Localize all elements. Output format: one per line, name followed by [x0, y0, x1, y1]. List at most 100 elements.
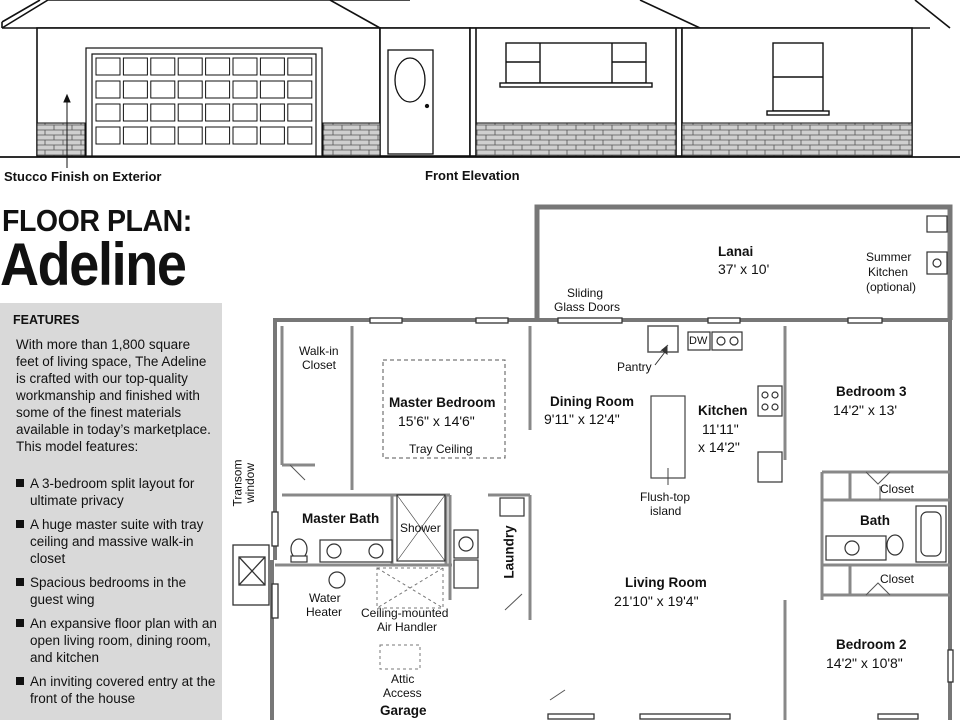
shower-label: Shower: [400, 521, 441, 535]
page-kicker: FLOOR PLAN:: [2, 203, 192, 238]
garage-door-panel: [232, 57, 258, 76]
sliding-doors-label-1: Sliding: [567, 286, 604, 300]
summer-kitchen-label-1: Summer: [866, 250, 912, 264]
water-heater-label-1: Water: [309, 591, 341, 605]
garage-door-panel: [259, 126, 285, 145]
kitchen-appliances: [687, 331, 783, 483]
garage-door-panel: [150, 57, 176, 76]
kitchen-island: [650, 395, 686, 479]
lanai-label: Lanai: [718, 244, 754, 259]
master-bath-fixtures: [290, 494, 446, 589]
island-label-2: island: [650, 504, 682, 518]
garage-door-panel: [205, 126, 231, 145]
wall-windows: [271, 317, 954, 720]
garage-door-panels: [95, 57, 313, 145]
garage-door-panel: [205, 103, 231, 122]
pantry-closet: [647, 325, 679, 353]
list-item: An inviting covered entry at the front o…: [14, 673, 219, 707]
exterior-finish-note: Stucco Finish on Exterior: [4, 169, 162, 184]
closet-lower-label: Closet: [880, 572, 915, 586]
list-item: An expansive floor plan with an open liv…: [14, 615, 219, 666]
summer-kitchen-label-2: Kitchen: [868, 265, 909, 279]
garage-door-panel: [150, 103, 176, 122]
kitchen-size-1: 11'11": [702, 421, 739, 437]
garage-door-panel: [259, 103, 285, 122]
kitchen-size-2: x 14'2": [698, 439, 740, 455]
water-heater-label-2: Heater: [306, 605, 343, 619]
transom-label-2: window: [243, 462, 258, 504]
garage-label: Garage: [380, 703, 427, 718]
garage-door-panel: [232, 80, 258, 99]
pantry-label: Pantry: [617, 360, 652, 374]
features-panel: FEATURES With more than 1,800 square fee…: [0, 303, 222, 720]
label-arrows: [654, 344, 668, 366]
list-item: Spacious bedrooms in the guest wing: [14, 574, 219, 608]
bedroom-3-size: 14'2" x 13': [833, 402, 898, 418]
garage-door-panel: [150, 80, 176, 99]
features-intro: With more than 1,800 square feet of livi…: [16, 337, 211, 454]
entry-light-fixture: [232, 544, 270, 606]
air-handler-label-1: Ceiling-mounted: [361, 606, 449, 620]
garage-door-panel: [287, 57, 313, 76]
stone-veneer-base: [36, 122, 913, 157]
garage-door-panel: [205, 80, 231, 99]
air-handler-outline: [376, 567, 444, 670]
summer-kitchen-label-3: (optional): [866, 280, 917, 294]
list-item: A 3-bedroom split layout for ultimate pr…: [14, 475, 219, 509]
lanai-outline: [534, 204, 953, 320]
garage-door-panel: [287, 103, 313, 122]
garage-door-panel: [95, 57, 121, 76]
features-list: A 3-bedroom split layout for ultimate pr…: [14, 475, 219, 714]
garage-door-panel: [232, 103, 258, 122]
walk-in-closet-label-2: Closet: [302, 358, 337, 372]
garage-door-panel: [177, 57, 203, 76]
summer-kitchen-fixtures: [926, 215, 948, 275]
front-windows: [499, 42, 830, 116]
garage-door-panel: [287, 126, 313, 145]
garage-door-panel: [122, 126, 148, 145]
bedroom-2-label: Bedroom 2: [836, 637, 907, 652]
garage-door-panel: [177, 126, 203, 145]
elevation-caption: Front Elevation: [425, 168, 520, 183]
page-title: Adeline: [0, 231, 187, 298]
island-label-1: Flush-top: [640, 490, 691, 504]
garage-door-panel: [177, 80, 203, 99]
tray-ceiling-label: Tray Ceiling: [409, 442, 473, 456]
bath-label: Bath: [860, 513, 890, 528]
garage-door-panel: [205, 57, 231, 76]
lanai-size: 37' x 10': [718, 261, 770, 277]
garage-door-panel: [232, 126, 258, 145]
master-bedroom-label: Master Bedroom: [389, 395, 496, 410]
kitchen-label: Kitchen: [698, 403, 748, 418]
front-elevation-drawing: [0, 0, 960, 168]
tray-ceiling-outline: [382, 359, 506, 459]
garage-door-panel: [122, 103, 148, 122]
master-bath-label: Master Bath: [302, 511, 380, 526]
garage-door-panel: [95, 80, 121, 99]
garage-door-panel: [287, 80, 313, 99]
garage-door-panel: [259, 57, 285, 76]
bedroom-3-label: Bedroom 3: [836, 384, 907, 399]
features-heading: FEATURES: [13, 313, 80, 327]
walk-in-closet-label-1: Walk-in: [299, 344, 339, 358]
air-handler-label-2: Air Handler: [377, 620, 438, 634]
bedroom-2-size: 14'2" x 10'8": [826, 655, 903, 671]
garage-door-panel: [95, 126, 121, 145]
dining-room-size: 9'11" x 12'4": [544, 411, 620, 427]
closet-upper-label: Closet: [880, 482, 915, 496]
dishwasher-label: DW: [689, 335, 708, 347]
living-room-size: 21'10" x 19'4": [614, 593, 699, 609]
garage-door-panel: [122, 80, 148, 99]
callout-arrow: [63, 93, 71, 168]
garage-door-panel: [95, 103, 121, 122]
dining-room-label: Dining Room: [550, 394, 634, 409]
living-room-label: Living Room: [625, 575, 707, 590]
list-item: A huge master suite with tray ceiling an…: [14, 516, 219, 567]
master-bedroom-size: 15'6" x 14'6": [398, 413, 475, 429]
laundry-label: Laundry: [501, 525, 517, 579]
attic-access-label-2: Access: [383, 686, 422, 700]
guest-bath-fixtures: [825, 505, 947, 563]
garage-door-panel: [259, 80, 285, 99]
laundry-appliances: [453, 497, 525, 589]
